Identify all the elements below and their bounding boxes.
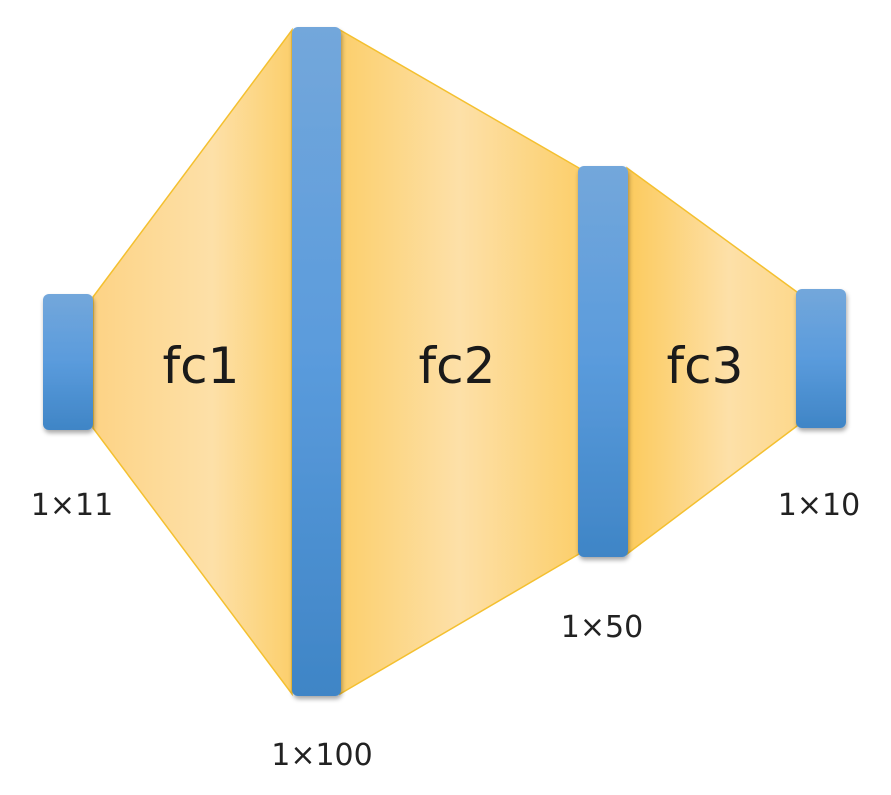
layer-2-dim-label: 1×100	[271, 738, 372, 773]
fc3-label: fc3	[667, 337, 744, 395]
layer-2-bar	[292, 27, 341, 696]
fc2-label: fc2	[419, 337, 496, 395]
layer-4-dim-label: 1×10	[778, 488, 860, 523]
layer-1-dim-label: 1×11	[31, 488, 113, 523]
layer-3-bar	[578, 166, 628, 557]
layer-4-bar	[796, 289, 846, 428]
layer-1-bar	[43, 294, 93, 430]
layer-3-dim-label: 1×50	[561, 610, 643, 645]
fc1-label: fc1	[163, 337, 240, 395]
